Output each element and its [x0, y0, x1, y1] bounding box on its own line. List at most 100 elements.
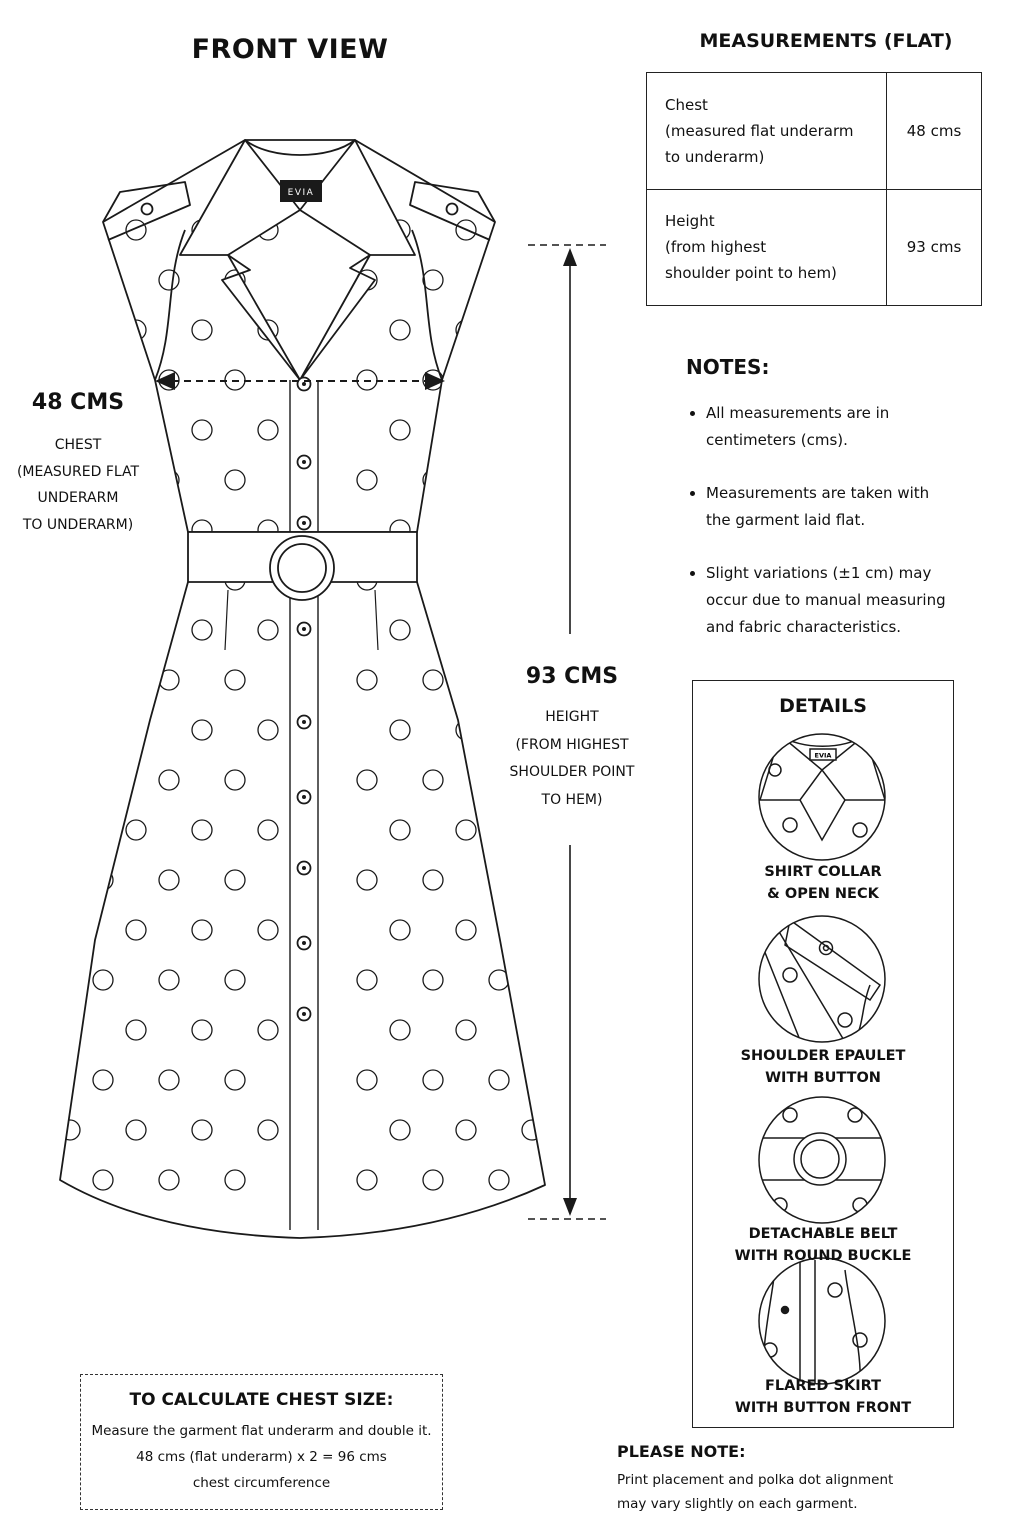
button-hole — [302, 1012, 306, 1016]
polka-dot — [158, 1169, 180, 1191]
label-line: Height — [665, 212, 715, 231]
left-epaulet-button — [140, 202, 154, 216]
chest-line: TO UNDERARM) — [22, 516, 134, 533]
calculation-line: chest circumference — [192, 1475, 331, 1491]
polka-dot — [422, 969, 444, 991]
note-line: centimeters (cms). — [706, 431, 848, 449]
polka-dot — [191, 619, 213, 641]
polka-dot — [191, 419, 213, 441]
chest-line: CHEST — [54, 437, 102, 453]
calculation-line: 48 cms (flat underarm) x 2 = 96 cms — [136, 1449, 387, 1465]
polka-dot — [389, 1019, 411, 1041]
list-item: Measurements are taken with the garment … — [706, 480, 996, 534]
polka-dot — [422, 769, 444, 791]
chest-description: CHEST (MEASURED FLAT UNDERARM TO UNDERAR… — [10, 432, 146, 538]
measurements-title: MEASUREMENTS (FLAT) — [699, 30, 953, 52]
polka-dot — [257, 719, 279, 741]
height-line: (FROM HIGHEST — [515, 736, 629, 753]
polka-dot — [455, 819, 477, 841]
polka-dot — [455, 1119, 477, 1141]
polka-dot — [60, 1019, 81, 1041]
polka-dot — [389, 419, 411, 441]
polka-dot — [455, 519, 477, 541]
polka-dot — [92, 969, 114, 991]
polka-dot — [521, 1019, 543, 1041]
polka-dot — [356, 1069, 378, 1091]
calculation-line: Measure the garment flat underarm and do… — [91, 1423, 432, 1439]
caption-line: FLARED SKIRT — [765, 1378, 881, 1394]
polka-dot — [125, 219, 147, 241]
polka-dot — [455, 919, 477, 941]
dress-drawing — [59, 139, 546, 1239]
polka-dot — [356, 669, 378, 691]
polka-dot — [224, 869, 246, 891]
polka-dot — [125, 819, 147, 841]
polka-dot — [60, 719, 81, 741]
please-note-line: Print placement and polka dot alignment — [617, 1472, 894, 1488]
polka-dot — [356, 469, 378, 491]
polka-dot — [92, 1169, 114, 1191]
list-item: Slight variations (±1 cm) may occur due … — [706, 560, 996, 641]
polka-dot — [191, 1119, 213, 1141]
polka-dot — [521, 319, 543, 341]
polka-dot — [60, 319, 81, 341]
polka-dot — [521, 819, 543, 841]
detail-brand-label: EVIA — [815, 752, 832, 760]
button-hole — [302, 382, 306, 386]
polka-dot — [455, 219, 477, 241]
left-epaulet — [102, 181, 191, 241]
polka-dot — [257, 419, 279, 441]
notes-list: All measurements are in centimeters (cms… — [686, 400, 996, 667]
polka-dot — [224, 1169, 246, 1191]
height-line: TO HEM) — [541, 791, 603, 808]
detail-caption-skirt: FLARED SKIRT WITH BUTTON FRONT — [692, 1375, 954, 1419]
polka-dot — [92, 569, 114, 591]
button-hole — [302, 521, 306, 525]
height-description: HEIGHT (FROM HIGHEST SHOULDER POINT TO H… — [502, 704, 642, 814]
polka-dot — [158, 1069, 180, 1091]
table-row: Chest (measured flat underarm to underar… — [646, 72, 982, 190]
height-line: SHOULDER POINT — [509, 764, 635, 780]
height-line: HEIGHT — [545, 709, 599, 725]
polka-dot — [125, 1119, 147, 1141]
polka-dot — [488, 1169, 510, 1191]
caption-line: & OPEN NECK — [767, 886, 879, 902]
polka-dot — [158, 569, 180, 591]
caption-line: SHOULDER EPAULET — [740, 1048, 906, 1064]
chest-dimension-line — [155, 372, 445, 390]
note-line: Slight variations (±1 cm) may — [706, 564, 932, 582]
caption-line: DETACHABLE BELT — [748, 1226, 898, 1242]
polka-dot — [455, 619, 477, 641]
please-note-title: PLEASE NOTE: — [617, 1442, 746, 1461]
polka-dot — [158, 269, 180, 291]
polka-dot — [125, 719, 147, 741]
polka-dot — [191, 319, 213, 341]
polka-dot — [488, 469, 510, 491]
caption-line: SHIRT COLLAR — [764, 864, 882, 880]
details-title: DETAILS — [779, 695, 867, 717]
polka-dot — [125, 619, 147, 641]
polka-dot — [60, 219, 81, 241]
measurement-value: 48 cms — [886, 72, 982, 190]
polka-dot — [455, 419, 477, 441]
polka-dot — [257, 1019, 279, 1041]
polka-dot — [521, 1119, 543, 1141]
polka-dot — [125, 919, 147, 941]
polka-dot — [488, 369, 510, 391]
epaulet-detail-icon — [758, 915, 886, 1043]
polka-dot — [158, 969, 180, 991]
polka-dot — [422, 269, 444, 291]
polka-dot — [422, 869, 444, 891]
polka-dot — [224, 769, 246, 791]
polka-dot — [488, 569, 510, 591]
polka-dot — [356, 869, 378, 891]
polka-dot — [521, 619, 543, 641]
polka-dot — [224, 969, 246, 991]
note-line: occur due to manual measuring — [706, 591, 946, 609]
detail-caption-belt: DETACHABLE BELT WITH ROUND BUCKLE — [692, 1223, 954, 1267]
polka-dot — [356, 1169, 378, 1191]
notes-title: NOTES: — [686, 355, 770, 379]
front-view-title: FRONT VIEW — [191, 34, 389, 65]
measurement-label: Chest (measured flat underarm to underar… — [646, 72, 887, 190]
chest-value: 48 CMS — [31, 390, 125, 415]
